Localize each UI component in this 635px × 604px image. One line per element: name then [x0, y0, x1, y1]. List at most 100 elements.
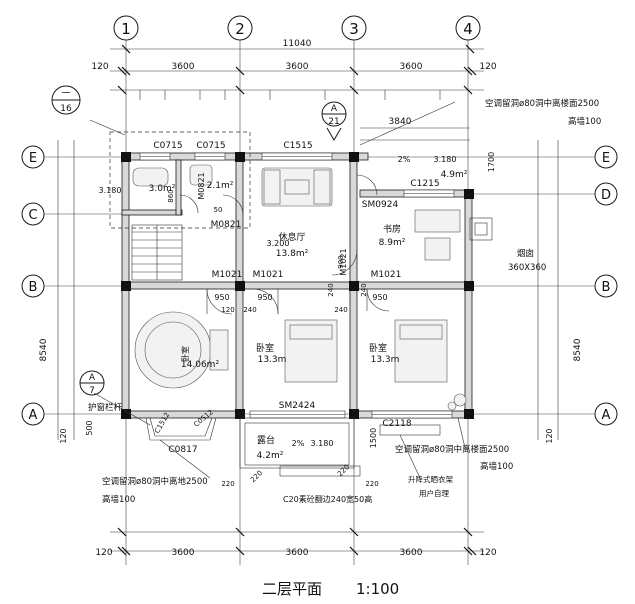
- annotation-ac-right-1: 空调留洞ø80洞中离楼面2500: [395, 444, 509, 455]
- detail-marker-bottom: 16: [60, 104, 72, 114]
- dim-bottom-bay-2: 3600: [286, 548, 309, 558]
- dashed-outlines: [89, 119, 470, 229]
- annotation-ac-left-2: 高墙100: [102, 494, 135, 505]
- section-marker-a7-top: A: [89, 373, 96, 383]
- dim-right-8540: 8540: [573, 338, 583, 361]
- dim-950-b: 950: [257, 293, 272, 302]
- elevation-3180-balcony: 3.180: [434, 155, 457, 164]
- dim-950-c: 950: [372, 293, 387, 302]
- dim-860: 860: [167, 189, 175, 202]
- dim-bottom-120-left: 120: [95, 548, 112, 558]
- axis-label-row-d-right: D: [601, 188, 611, 203]
- code-c0715-right: C0715: [196, 141, 225, 151]
- axis-label-col-2: 2: [235, 20, 245, 38]
- doors: [179, 174, 390, 315]
- dim-240-a: 240: [243, 306, 256, 314]
- elevation-3180-terrace: 3.180: [311, 439, 334, 448]
- annotations: 空调留洞ø80洞中离楼面2500 高墙100 空调留洞ø80洞中离楼面2500 …: [88, 98, 601, 505]
- room-bed2-area: 13.3m: [258, 355, 287, 365]
- room-bed1-area: 14.06m²: [181, 360, 220, 370]
- axis-label-row-a-left: A: [29, 408, 38, 423]
- room-balcony-area: 4.9m²: [441, 170, 468, 180]
- slope-terrace: 2%: [292, 439, 305, 448]
- leader-lines: [93, 101, 466, 479]
- annotation-ac-top-1: 空调留洞ø80洞中离楼面2500: [485, 98, 599, 109]
- dim-50: 50: [214, 206, 223, 214]
- room-terrace-name: 露台: [257, 434, 275, 446]
- dimensions-sides: 8540 8540 500 120 120 1700 1500 3840: [39, 117, 583, 448]
- bay-and-terrace: [145, 417, 441, 477]
- stair: [131, 224, 183, 281]
- section-marker-a21-bottom: 21: [328, 117, 339, 127]
- columns: [121, 152, 474, 419]
- code-c1515: C1515: [283, 141, 312, 151]
- code-c1215: C1215: [410, 179, 439, 189]
- furniture: [132, 164, 493, 411]
- annotation-hanger-2: 用户自理: [419, 488, 449, 498]
- axis-bubbles-top: 1 2 3 4: [113, 15, 481, 41]
- code-c0715-left: C0715: [153, 141, 182, 151]
- annotation-ac-top-2: 高墙100: [568, 116, 601, 127]
- room-lounge-area: 13.8m²: [276, 249, 309, 259]
- dim-left-120: 120: [59, 428, 68, 443]
- axis-label-row-a-right: A: [602, 408, 611, 423]
- room-lounge-name: 休息厅: [278, 231, 305, 243]
- room-study-name: 书房: [383, 223, 401, 235]
- room-bed1-name: 卧室: [180, 346, 190, 362]
- dim-right-1700: 1700: [487, 152, 496, 172]
- dim-bottom-bay-1: 3600: [172, 548, 195, 558]
- dim-left-8540: 8540: [39, 338, 49, 361]
- dim-120: 120: [221, 306, 234, 314]
- dim-220-d: 220: [365, 480, 378, 488]
- section-marker-a7-bottom: 7: [89, 386, 95, 396]
- axis-label-row-e-left: E: [29, 151, 37, 166]
- dim-220-a: 220: [221, 480, 234, 488]
- dim-left-500: 500: [85, 420, 94, 435]
- windows: [139, 152, 455, 419]
- axis-label-col-3: 3: [349, 20, 359, 38]
- dim-right-1500: 1500: [369, 428, 378, 448]
- axis-label-row-b-right: B: [602, 280, 611, 295]
- dim-240-d: 240: [360, 283, 368, 296]
- plan-scale: 1:100: [356, 580, 399, 598]
- axis-label-row-c-left: C: [28, 208, 37, 223]
- dim-900: 900: [337, 255, 345, 268]
- annotation-ac-right-2: 高墙100: [480, 461, 513, 472]
- room-labels: 休息厅 13.8m² 书房 8.9m² 卧室 14.06m² 卧室 13.3m …: [149, 170, 468, 461]
- annotation-c20-curb: C20素砼翻边240宽50高: [283, 494, 372, 504]
- plan-title: 二层平面: [262, 580, 322, 598]
- dim-bottom-120-right: 120: [479, 548, 496, 558]
- code-m0821-vertical: M0821: [197, 172, 206, 199]
- code-m1021-d: M1021: [371, 270, 402, 280]
- dim-240-b: 240: [334, 306, 347, 314]
- slope-balcony: 2%: [398, 155, 411, 164]
- room-bed3-area: 13.3m: [371, 355, 400, 365]
- dim-220-b: 220: [249, 469, 264, 484]
- elevation-3180-left: 3.180: [99, 186, 122, 195]
- code-m1021-b: M1021: [253, 270, 284, 280]
- code-c2118: C2118: [382, 419, 411, 429]
- dim-right-120: 120: [545, 428, 554, 443]
- dim-top-120-left: 120: [91, 62, 108, 72]
- axis-label-row-e-right: E: [602, 151, 610, 166]
- dim-top-bay-3: 3600: [400, 62, 423, 72]
- drawing-title: 二层平面 1:100: [262, 580, 399, 598]
- dim-top-bay-1: 3600: [172, 62, 195, 72]
- room-bath2-area: 2.1m²: [207, 181, 234, 191]
- dim-top-bay-2: 3600: [286, 62, 309, 72]
- room-bath1-area: 3.0m²: [149, 184, 176, 194]
- dim-240-c: 240: [327, 283, 335, 296]
- code-sm2424: SM2424: [279, 401, 316, 411]
- room-bed3-name: 卧室: [369, 342, 387, 354]
- annotation-chimney: 烟囱: [517, 248, 534, 259]
- elevation-3200: 3.200: [267, 239, 290, 248]
- dim-balcony-3840: 3840: [389, 117, 412, 127]
- axis-label-row-b-left: B: [29, 280, 38, 295]
- code-sm0924: SM0924: [362, 200, 399, 210]
- dim-950-a: 950: [214, 293, 229, 302]
- dim-bottom-bay-3: 3600: [400, 548, 423, 558]
- annotation-hanger-1: 升降式晒衣架: [408, 474, 453, 484]
- detail-marker-top: 一: [61, 89, 70, 99]
- code-m1021-a: M1021: [212, 270, 243, 280]
